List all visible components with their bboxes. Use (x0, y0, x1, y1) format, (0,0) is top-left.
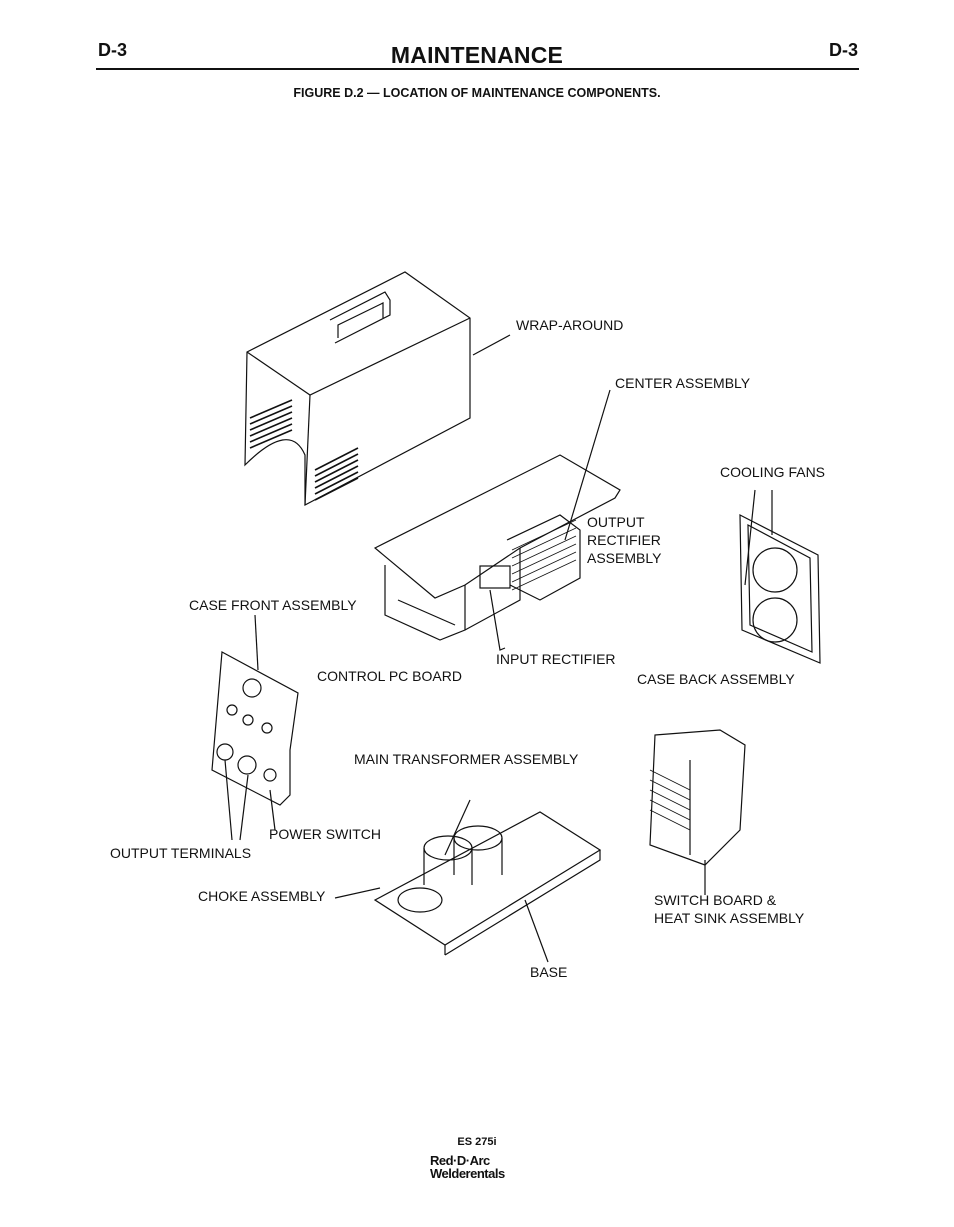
label-control-pc-board: CONTROL PC BOARD (317, 668, 462, 684)
label-output-rectifier-1: OUTPUT (587, 514, 645, 530)
label-output-rectifier-3: ASSEMBLY (587, 550, 662, 566)
label-wrap-around: WRAP-AROUND (516, 317, 624, 333)
label-case-front-assembly: CASE FRONT ASSEMBLY (189, 597, 357, 613)
label-choke-assembly: CHOKE ASSEMBLY (198, 888, 326, 904)
label-output-terminals: OUTPUT TERMINALS (110, 845, 252, 861)
logo-line-1: Red·D·Arc (430, 1153, 490, 1168)
label-input-rectifier: INPUT RECTIFIER (496, 651, 616, 667)
label-switch-board-2: HEAT SINK ASSEMBLY (654, 910, 805, 926)
label-main-transformer-assembly: MAIN TRANSFORMER ASSEMBLY (354, 751, 579, 767)
label-case-back-assembly: CASE BACK ASSEMBLY (637, 671, 795, 687)
model-number: ES 275i (457, 1136, 497, 1148)
header-rule (96, 68, 859, 70)
label-cooling-fans: COOLING FANS (720, 464, 826, 480)
base-drawing (334, 799, 602, 963)
figure-caption: FIGURE D.2 — LOCATION OF MAINTENANCE COM… (293, 86, 661, 100)
wrap-around-drawing (244, 271, 511, 506)
label-switch-board-1: SWITCH BOARD & (654, 892, 777, 908)
page-title: MAINTENANCE (390, 42, 564, 68)
page-number-left: D-3 (98, 40, 128, 60)
brand-logo: Red·D·Arc Welderentals (430, 1154, 530, 1180)
logo-line-2: Welderentals (430, 1166, 505, 1181)
switch-board-drawing (649, 729, 746, 895)
label-power-switch: POWER SWITCH (269, 826, 381, 842)
case-back-drawing (739, 489, 821, 664)
label-center-assembly: CENTER ASSEMBLY (615, 375, 751, 391)
case-front-drawing (211, 614, 299, 841)
center-assembly-drawing (373, 389, 621, 651)
label-base: BASE (530, 964, 568, 980)
page-number-right: D-3 (828, 40, 858, 60)
label-output-rectifier-2: RECTIFIER (587, 532, 661, 548)
